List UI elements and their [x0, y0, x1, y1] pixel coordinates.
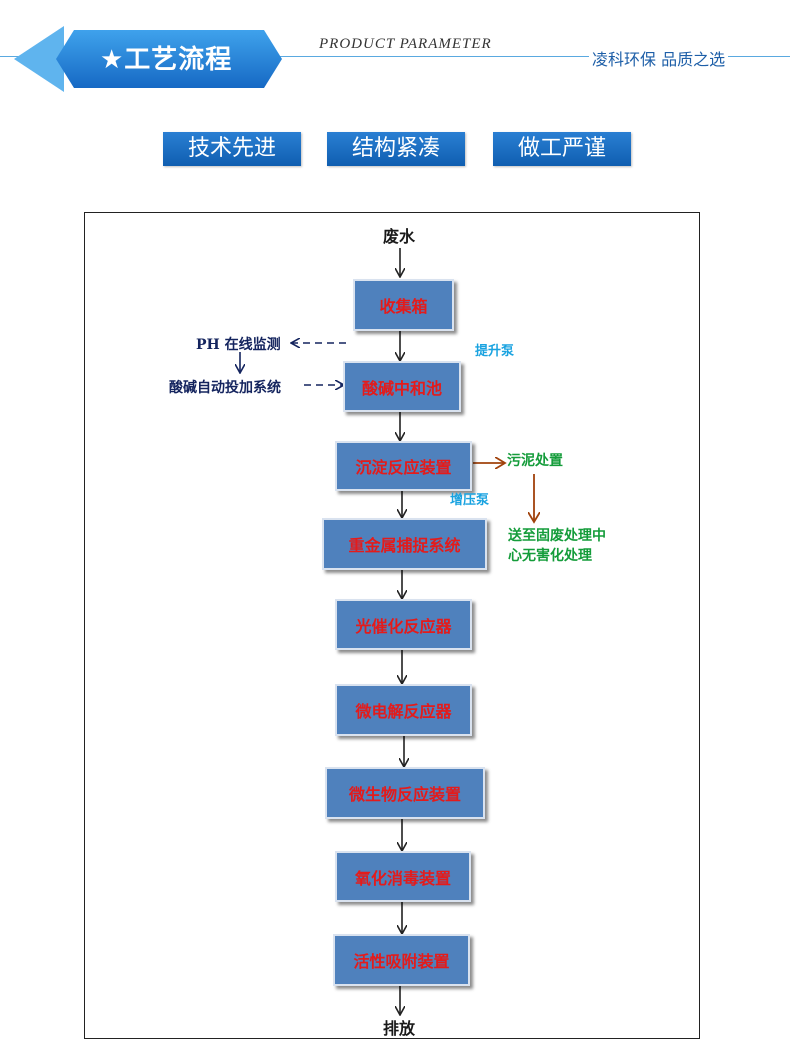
feature-badge: 结构紧凑	[327, 132, 465, 166]
step-activated-adsorption: 活性吸附装置	[333, 934, 470, 986]
sludge-label: 污泥处置	[507, 453, 563, 469]
step-sedimentation: 沉淀反应装置	[335, 441, 472, 491]
step-neutralization-tank: 酸碱中和池	[343, 361, 461, 412]
step-heavy-metal-capture: 重金属捕捉系统	[322, 518, 487, 570]
step-micro-electrolysis: 微电解反应器	[335, 684, 472, 736]
ph-monitor-label: PH 在线监测	[196, 337, 281, 353]
header-rule	[0, 56, 790, 57]
step-microbial-reactor: 微生物反应装置	[325, 767, 485, 819]
output-label: 排放	[383, 1019, 416, 1038]
step-collection-tank: 收集箱	[353, 279, 454, 331]
booster-pump-label: 增压泵	[450, 493, 490, 508]
sludge-destination-line1: 送至固废处理中	[508, 528, 606, 544]
input-label: 废水	[383, 227, 416, 246]
feature-badge: 技术先进	[163, 132, 301, 166]
step-oxidation-disinfection: 氧化消毒装置	[335, 851, 471, 902]
sludge-destination-line2: 心无害化处理	[508, 548, 592, 564]
process-diagram-frame	[84, 212, 700, 1039]
dosing-system-label: 酸碱自动投加系统	[169, 380, 281, 396]
section-title: ★工艺流程	[100, 45, 233, 75]
step-photocatalytic-reactor: 光催化反应器	[335, 599, 472, 650]
feature-badge: 做工严谨	[493, 132, 631, 166]
lift-pump-label: 提升泵	[475, 344, 515, 359]
section-subtitle: PRODUCT PARAMETER	[315, 36, 496, 53]
title-tag-banner	[14, 26, 282, 92]
brand-slogan: 凌科环保 品质之选	[589, 46, 729, 70]
